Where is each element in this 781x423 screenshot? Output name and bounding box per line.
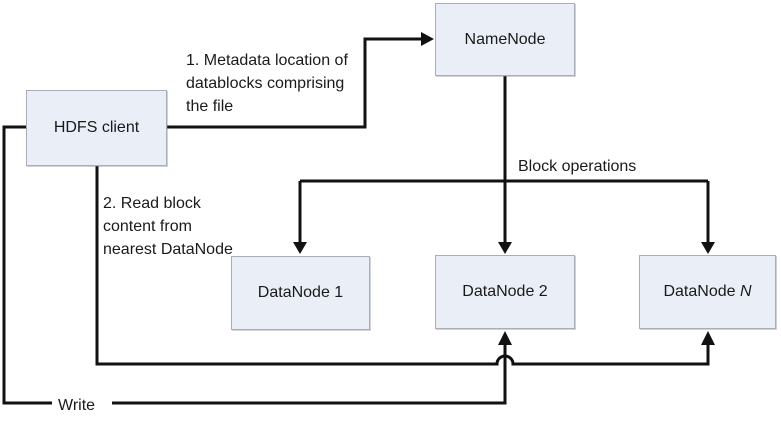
node-datanode-n-label: DataNode N xyxy=(663,283,752,300)
arrowhead-into-datanoden-top-icon xyxy=(701,242,715,254)
node-datanode-1: DataNode 1 xyxy=(231,256,370,330)
label-metadata-line3: the file xyxy=(186,98,234,115)
connector-block-operations xyxy=(298,179,710,242)
arrowhead-into-datanoden-bottom-icon xyxy=(701,331,715,345)
connector-write-path xyxy=(2,125,507,405)
label-read-line1: 2. Read block xyxy=(103,195,201,212)
arrowhead-into-datanode2-bottom-icon xyxy=(498,331,512,345)
arrowhead-into-datanode1-top-icon xyxy=(293,242,307,254)
label-metadata-line1: 1. Metadata location of xyxy=(186,52,348,69)
connector-metadata-request xyxy=(167,37,421,129)
label-read-block: 2. Read block content from nearest DataN… xyxy=(103,192,233,261)
node-datanode-1-label: DataNode 1 xyxy=(257,284,344,301)
label-read-line2: content from xyxy=(103,218,192,235)
arrowhead-into-namenode-icon xyxy=(421,32,434,46)
node-namenode: NameNode xyxy=(435,3,575,76)
label-metadata-location: 1. Metadata location of datablocks compr… xyxy=(186,49,348,118)
node-datanode-n: DataNode N xyxy=(639,255,776,329)
label-read-line3: nearest DataNode xyxy=(103,241,233,258)
label-write: Write xyxy=(58,397,96,414)
node-datanode-2-label: DataNode 2 xyxy=(462,283,548,300)
node-hdfs-client-label: HDFS client xyxy=(53,119,140,136)
node-hdfs-client: HDFS client xyxy=(26,90,167,166)
arrowhead-into-datanode2-top-icon xyxy=(498,242,512,254)
node-datanode-2: DataNode 2 xyxy=(435,255,575,329)
node-namenode-label: NameNode xyxy=(464,30,546,48)
label-block-operations: Block operations xyxy=(518,158,637,175)
node-datanode-n-label-italic: N xyxy=(739,283,752,300)
label-metadata-line2: datablocks comprising xyxy=(186,75,345,92)
